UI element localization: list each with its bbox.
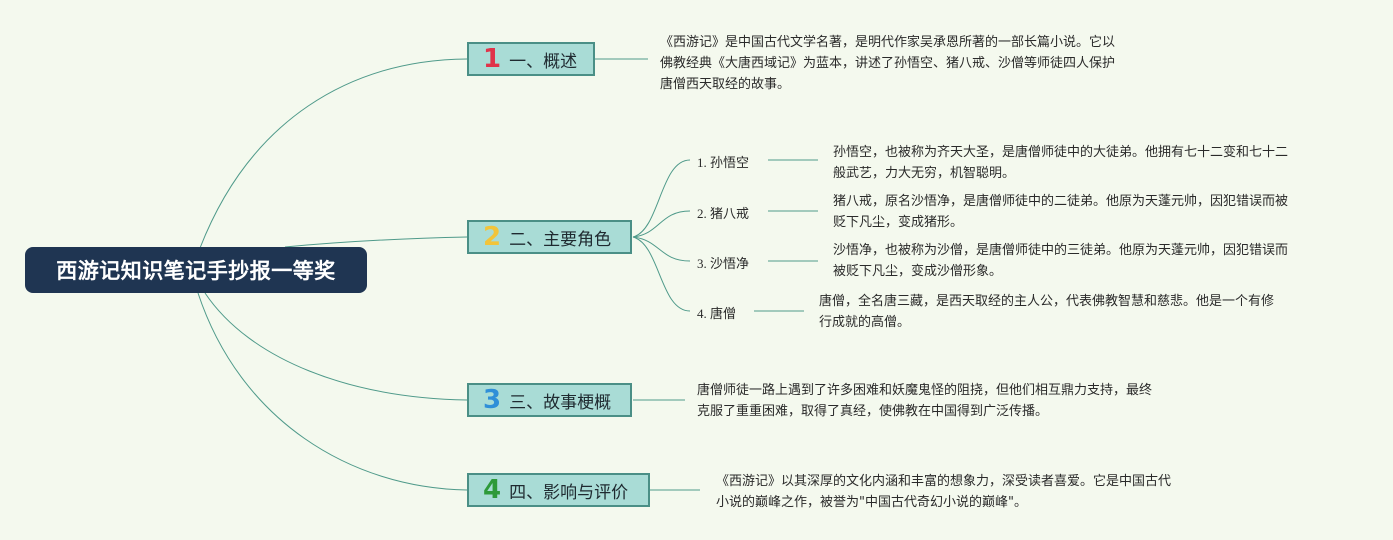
link-branch-2-child-3 [632, 236, 691, 262]
subtopic-sun-wukong[interactable]: 1. 孙悟空 [697, 155, 750, 170]
text-line: 猪八戒，原名沙悟净，是唐僧师徒中的二徒弟。他原为天蓬元帅，因犯错误而被 [833, 194, 1289, 209]
text-line: 佛教经典《大唐西域记》为蓝本，讲述了孙悟空、猪八戒、沙僧等师徒四人保护 [660, 56, 1116, 71]
text-line: 克服了重重困难，取得了真经，使佛教在中国得到广泛传播。 [697, 404, 1049, 419]
link-root-branch-1 [199, 58, 468, 249]
text-line: 般武艺，力大无穷，机智聪明。 [833, 166, 1016, 181]
root-topic[interactable]: 西游记知识笔记手抄报一等奖 [25, 247, 367, 293]
text-line: 贬下凡尘，变成猪形。 [833, 215, 964, 230]
number-one-icon: 1 [483, 44, 502, 74]
branch-story-summary[interactable]: 3 三、故事梗概 [467, 383, 632, 417]
number-two-icon: 2 [483, 222, 502, 252]
text-line: 唐僧西天取经的故事。 [660, 77, 791, 92]
link-root-branch-4 [197, 292, 468, 491]
text-line: 《西游记》以其深厚的文化内涵和丰富的想象力，深受读者喜爱。它是中国古代 [716, 474, 1172, 489]
branch-overview[interactable]: 1 一、概述 [467, 42, 595, 76]
link-root-branch-3 [204, 292, 468, 401]
link-root-branch-2 [284, 236, 468, 248]
zhu-bajie-text: 猪八戒，原名沙悟净，是唐僧师徒中的二徒弟。他原为天蓬元帅，因犯错误而被 贬下凡尘… [833, 191, 1288, 233]
branch-label: 三、故事梗概 [509, 392, 612, 413]
branch-label: 四、影响与评价 [509, 482, 629, 503]
branch-label: 一、概述 [509, 51, 578, 72]
root-topic-label: 西游记知识笔记手抄报一等奖 [56, 259, 336, 283]
story-summary-text: 唐僧师徒一路上遇到了许多困难和妖魔鬼怪的阻挠，但他们相互鼎力支持，最终 克服了重… [697, 380, 1152, 422]
text-line: 沙悟净，也被称为沙僧，是唐僧师徒中的三徒弟。他原为天蓬元帅，因犯错误而 [833, 243, 1289, 258]
text-line: 小说的巅峰之作，被誉为"中国古代奇幻小说的巅峰"。 [716, 495, 1027, 510]
number-three-icon: 3 [483, 385, 502, 415]
text-line: 唐僧师徒一路上遇到了许多困难和妖魔鬼怪的阻挠，但他们相互鼎力支持，最终 [697, 383, 1153, 398]
tang-seng-text: 唐僧，全名唐三藏，是西天取经的主人公，代表佛教智慧和慈悲。他是一个有修 行成就的… [819, 291, 1274, 333]
link-branch-2-child-2 [632, 210, 691, 238]
text-line: 孙悟空，也被称为齐天大圣，是唐僧师徒中的大徒弟。他拥有七十二变和七十二 [833, 145, 1289, 160]
overview-text: 《西游记》是中国古代文学名著，是明代作家吴承恩所著的一部长篇小说。它以 佛教经典… [660, 32, 1115, 95]
text-line: 被贬下凡尘，变成沙僧形象。 [833, 264, 1003, 279]
sun-wukong-text: 孙悟空，也被称为齐天大圣，是唐僧师徒中的大徒弟。他拥有七十二变和七十二 般武艺，… [833, 142, 1288, 184]
subtopic-tang-seng[interactable]: 4. 唐僧 [697, 306, 737, 321]
sha-wujing-text: 沙悟净，也被称为沙僧，是唐僧师徒中的三徒弟。他原为天蓬元帅，因犯错误而 被贬下凡… [833, 240, 1288, 282]
branch-influence-evaluation[interactable]: 4 四、影响与评价 [467, 473, 650, 507]
number-four-icon: 4 [483, 475, 502, 505]
text-line: 《西游记》是中国古代文学名著，是明代作家吴承恩所著的一部长篇小说。它以 [660, 35, 1116, 50]
text-line: 唐僧，全名唐三藏，是西天取经的主人公，代表佛教智慧和慈悲。他是一个有修 [819, 294, 1275, 309]
subtopic-zhu-bajie[interactable]: 2. 猪八戒 [697, 206, 750, 221]
subtopic-sha-wujing[interactable]: 3. 沙悟净 [697, 256, 750, 271]
link-branch-2-child-4 [632, 236, 691, 312]
influence-text: 《西游记》以其深厚的文化内涵和丰富的想象力，深受读者喜爱。它是中国古代 小说的巅… [716, 471, 1171, 513]
branch-label: 二、主要角色 [509, 229, 612, 250]
text-line: 行成就的高僧。 [819, 315, 911, 330]
link-branch-2-child-1 [632, 159, 691, 238]
branch-main-characters[interactable]: 2 二、主要角色 [467, 220, 632, 254]
